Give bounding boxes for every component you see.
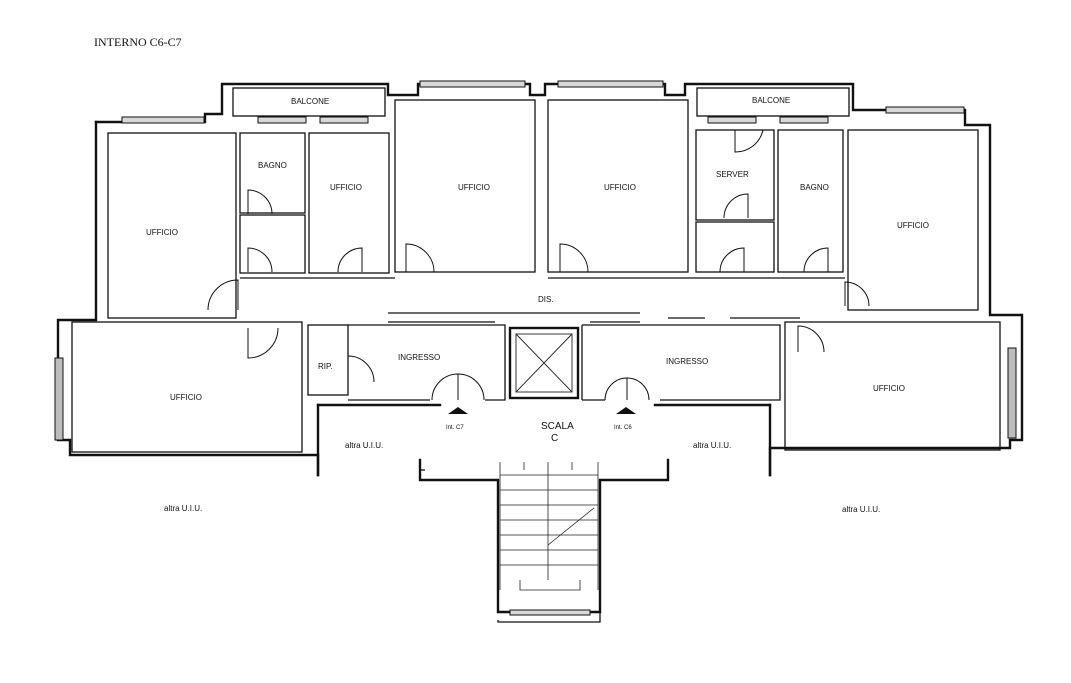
window (885, 106, 965, 114)
interior-walls (71, 99, 1001, 623)
door (559, 243, 589, 273)
stair-direction-line (547, 507, 595, 546)
window (121, 116, 205, 124)
door (247, 247, 273, 273)
room-label-balcone-right: BALCONE (752, 96, 790, 105)
window (319, 116, 369, 124)
room-label-rip: RIP. (318, 362, 333, 371)
room-label-ufficio-center-right: UFFICIO (604, 183, 636, 192)
window (257, 116, 307, 124)
other-unit-label: altra U.I.U. (693, 441, 731, 450)
entrance-door-c7 (431, 373, 459, 401)
door (247, 189, 273, 215)
balcony-left-outline (232, 87, 386, 117)
other-unit-label: altra U.I.U. (164, 504, 202, 513)
room-label-dis: DIS. (538, 295, 554, 304)
door (347, 355, 375, 383)
room-label-ufficio-bottom-right: UFFICIO (873, 384, 905, 393)
other-unit-label: altra U.I.U. (345, 441, 383, 450)
door (797, 325, 825, 353)
window (779, 116, 829, 124)
door (207, 279, 239, 311)
room-label-ingresso-left: INGRESSO (398, 353, 440, 362)
window (54, 357, 64, 441)
stair-letter: C (551, 433, 558, 444)
exterior-walls (56, 82, 1024, 477)
entrance-door-c7 (457, 373, 485, 401)
window (509, 609, 591, 616)
room-label-ingresso-right: INGRESSO (666, 357, 708, 366)
door (719, 247, 745, 273)
window (707, 116, 757, 124)
room-label-bagno-left: BAGNO (258, 161, 287, 170)
stair-label: SCALA (541, 421, 574, 432)
door (723, 193, 749, 219)
entrance-door-c6 (604, 377, 628, 401)
doors (207, 129, 870, 401)
door (803, 247, 829, 273)
door (405, 243, 435, 273)
room-label-ufficio-bottom-left: UFFICIO (170, 393, 202, 402)
room-label-balcone-left: BALCONE (291, 97, 329, 106)
entrance-marker-c6 (616, 407, 636, 414)
room-label-ufficio-left-small: UFFICIO (330, 183, 362, 192)
door (734, 129, 764, 153)
room-label-ufficio-far-right: UFFICIO (897, 221, 929, 230)
windows (54, 80, 1017, 616)
door (247, 327, 279, 359)
window (557, 80, 664, 88)
window (1007, 347, 1017, 439)
room-label-bagno-right: BAGNO (800, 183, 829, 192)
door (337, 247, 363, 273)
entrance-marker-c7 (448, 407, 468, 414)
balcony-right-outline (696, 87, 850, 117)
entrance-label-c7: Int. C7 (446, 425, 464, 431)
plan-title: INTERNO C6-C7 (94, 35, 182, 49)
entrance-door-c6 (626, 377, 650, 401)
room-label-server: SERVER (716, 170, 749, 179)
window (419, 80, 526, 88)
room-label-ufficio-far-left: UFFICIO (146, 228, 178, 237)
staircase (499, 462, 599, 591)
lift-shaft (508, 326, 580, 400)
other-unit-label: altra U.I.U. (842, 505, 880, 514)
room-label-ufficio-center-left: UFFICIO (458, 183, 490, 192)
entrance-label-c6: Int. C6 (614, 425, 632, 431)
door (844, 281, 870, 307)
